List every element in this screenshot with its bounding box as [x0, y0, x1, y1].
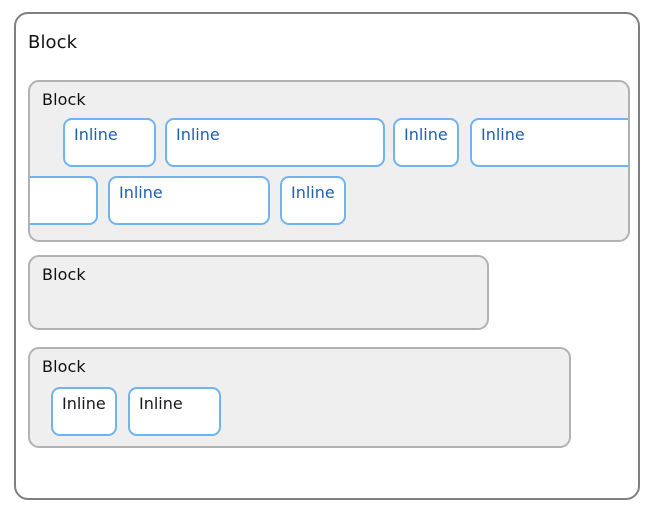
inline-box-clipped-right[interactable]: Inline	[470, 118, 628, 167]
block-1-label: Block	[42, 90, 86, 109]
inline-box[interactable]: Inline	[393, 118, 459, 167]
block-3: Block Inline Inline	[28, 347, 571, 448]
inline-box[interactable]: Inline	[63, 118, 156, 167]
inline-box-label: Inline	[291, 183, 335, 202]
inline-box-label: Inline	[74, 125, 118, 144]
inline-box-clipped-left[interactable]	[30, 176, 98, 225]
inline-box-label: Inline	[62, 394, 106, 413]
inline-box[interactable]: Inline	[165, 118, 385, 167]
inline-box-label: Inline	[481, 125, 525, 144]
inline-box-label: Inline	[404, 125, 448, 144]
inline-box[interactable]: Inline	[51, 387, 117, 436]
inline-box[interactable]: Inline	[108, 176, 270, 225]
inline-box[interactable]: Inline	[280, 176, 346, 225]
inline-box-label: Inline	[139, 394, 183, 413]
block-2-label: Block	[42, 265, 86, 284]
block-2: Block	[28, 255, 489, 330]
block-3-label: Block	[42, 357, 86, 376]
inline-box[interactable]: Inline	[128, 387, 221, 436]
root-block-label: Block	[28, 32, 78, 53]
root-block: Block Block Inline Inline Inline Inline …	[14, 12, 640, 500]
inline-box-label: Inline	[119, 183, 163, 202]
inline-box-label: Inline	[176, 125, 220, 144]
block-1: Block Inline Inline Inline Inline Inline	[28, 80, 630, 242]
